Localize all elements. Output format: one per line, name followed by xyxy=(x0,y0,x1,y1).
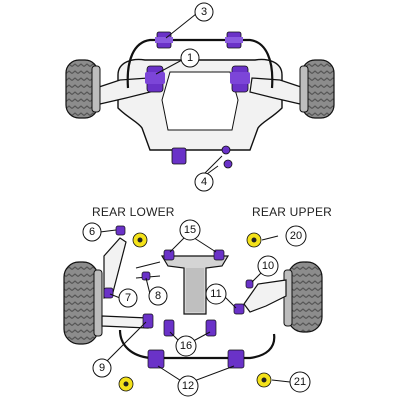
front-arm-bush-right xyxy=(230,65,250,93)
svg-text:4: 4 xyxy=(201,176,207,188)
callout-11: 11 xyxy=(205,283,227,305)
callout-10: 10 xyxy=(257,255,279,277)
yellow-bush-bottom-right xyxy=(256,372,272,388)
callout-16: 16 xyxy=(175,335,197,357)
svg-text:1: 1 xyxy=(187,52,193,64)
svg-text:9: 9 xyxy=(99,362,105,374)
svg-text:15: 15 xyxy=(184,224,196,236)
bush-10 xyxy=(245,279,254,289)
svg-text:8: 8 xyxy=(155,290,161,302)
callouts: 3 1 4 6 7 8 9 15 xyxy=(82,2,311,397)
callout-9: 9 xyxy=(92,358,112,378)
bush-15-left xyxy=(163,249,175,261)
callout-7: 7 xyxy=(118,288,138,308)
rear-lower-label: REAR LOWER xyxy=(92,205,175,219)
callout-15: 15 xyxy=(179,219,201,241)
bush-15-right xyxy=(213,249,225,261)
bush-9 xyxy=(142,313,154,329)
svg-text:20: 20 xyxy=(290,230,302,242)
svg-text:6: 6 xyxy=(89,226,95,238)
yellow-bush-upper xyxy=(246,232,262,248)
bush-16-right xyxy=(205,319,217,337)
bush-7 xyxy=(103,287,114,299)
yellow-bush-lower xyxy=(132,232,148,248)
rear-upper-arm xyxy=(243,279,287,313)
bush-16-left xyxy=(163,319,175,337)
front-arm-bush-left xyxy=(145,65,165,93)
svg-text:16: 16 xyxy=(180,340,192,352)
svg-text:7: 7 xyxy=(125,292,131,304)
front-assembly xyxy=(65,31,335,151)
yellow-bush-bottom-left xyxy=(118,376,134,392)
front-arb-bush-right xyxy=(225,31,243,49)
rear-assembly xyxy=(63,225,323,392)
callout-1: 1 xyxy=(180,48,200,68)
svg-text:10: 10 xyxy=(262,260,274,272)
callout-3: 3 xyxy=(194,2,214,22)
rear-anti-roll-bar xyxy=(118,329,276,360)
callout-4: 4 xyxy=(194,172,214,192)
front-right-wheel xyxy=(299,59,335,119)
front-left-wheel xyxy=(65,59,101,119)
front-arb-bush-left xyxy=(155,31,173,49)
bush-6 xyxy=(115,225,126,236)
svg-text:12: 12 xyxy=(182,380,194,392)
callout-21: 21 xyxy=(289,371,311,393)
callout-6: 6 xyxy=(82,222,102,242)
rear-left-wheel xyxy=(63,261,103,345)
svg-text:11: 11 xyxy=(210,288,221,300)
bush-12-right xyxy=(227,349,245,369)
rear-upper-label: REAR UPPER xyxy=(252,205,333,219)
callout-12: 12 xyxy=(177,375,199,397)
svg-text:21: 21 xyxy=(294,376,306,388)
loose-bushes xyxy=(171,145,233,169)
callout-20: 20 xyxy=(285,225,307,247)
front-anti-roll-bar xyxy=(126,38,274,89)
bush-12-left xyxy=(147,349,165,369)
rear-right-wheel xyxy=(283,261,323,333)
bush-11 xyxy=(233,303,245,315)
svg-text:3: 3 xyxy=(201,6,207,18)
callout-8: 8 xyxy=(148,286,168,306)
